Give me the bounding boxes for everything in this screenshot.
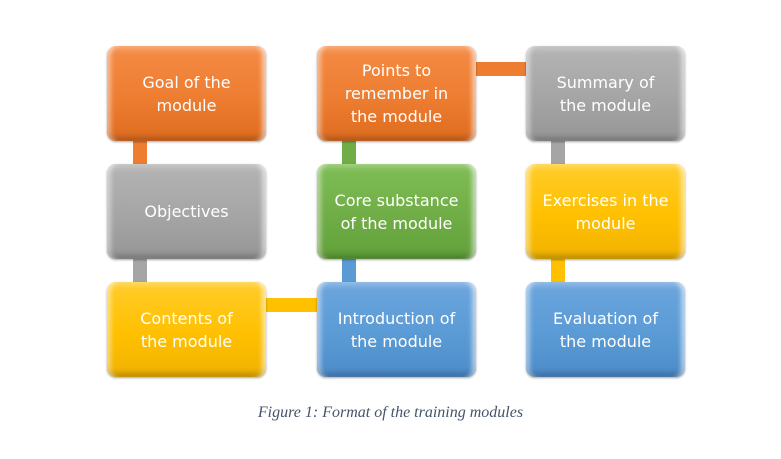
node-core: Core substance of the module [317,164,476,259]
node-label: Objectives [144,202,229,221]
connector-exercises-evaluation [551,256,565,284]
node-label: Points to remember in the module [344,61,449,126]
node-label: Introduction of the module [337,308,456,351]
node-objectives: Objectives [107,164,266,259]
connector-introduction-core [342,256,356,284]
node-evaluation: Evaluation of the module [526,282,685,377]
node-introduction: Introduction of the module [317,282,476,377]
connector-contents-introduction [264,298,320,312]
node-label: Core substance of the module [334,190,459,233]
node-contents: Contents of the module [107,282,266,377]
connector-core-points [342,138,356,166]
node-label: Summary of the module [556,72,655,115]
connector-summary-exercises [551,138,565,166]
node-points: Points to remember in the module [317,46,476,141]
node-label: Exercises in the module [542,190,669,233]
node-label: Goal of the module [142,72,231,115]
connector-goal-objectives [133,138,147,166]
connector-points-summary [473,62,529,76]
node-label: Evaluation of the module [553,308,658,351]
node-goal: Goal of the module [107,46,266,141]
figure-caption: Figure 1: Format of the training modules [257,404,524,421]
connector-objectives-contents [133,256,147,284]
node-exercises: Exercises in the module [526,164,685,259]
node-summary: Summary of the module [526,46,685,141]
node-label: Contents of the module [140,308,233,351]
